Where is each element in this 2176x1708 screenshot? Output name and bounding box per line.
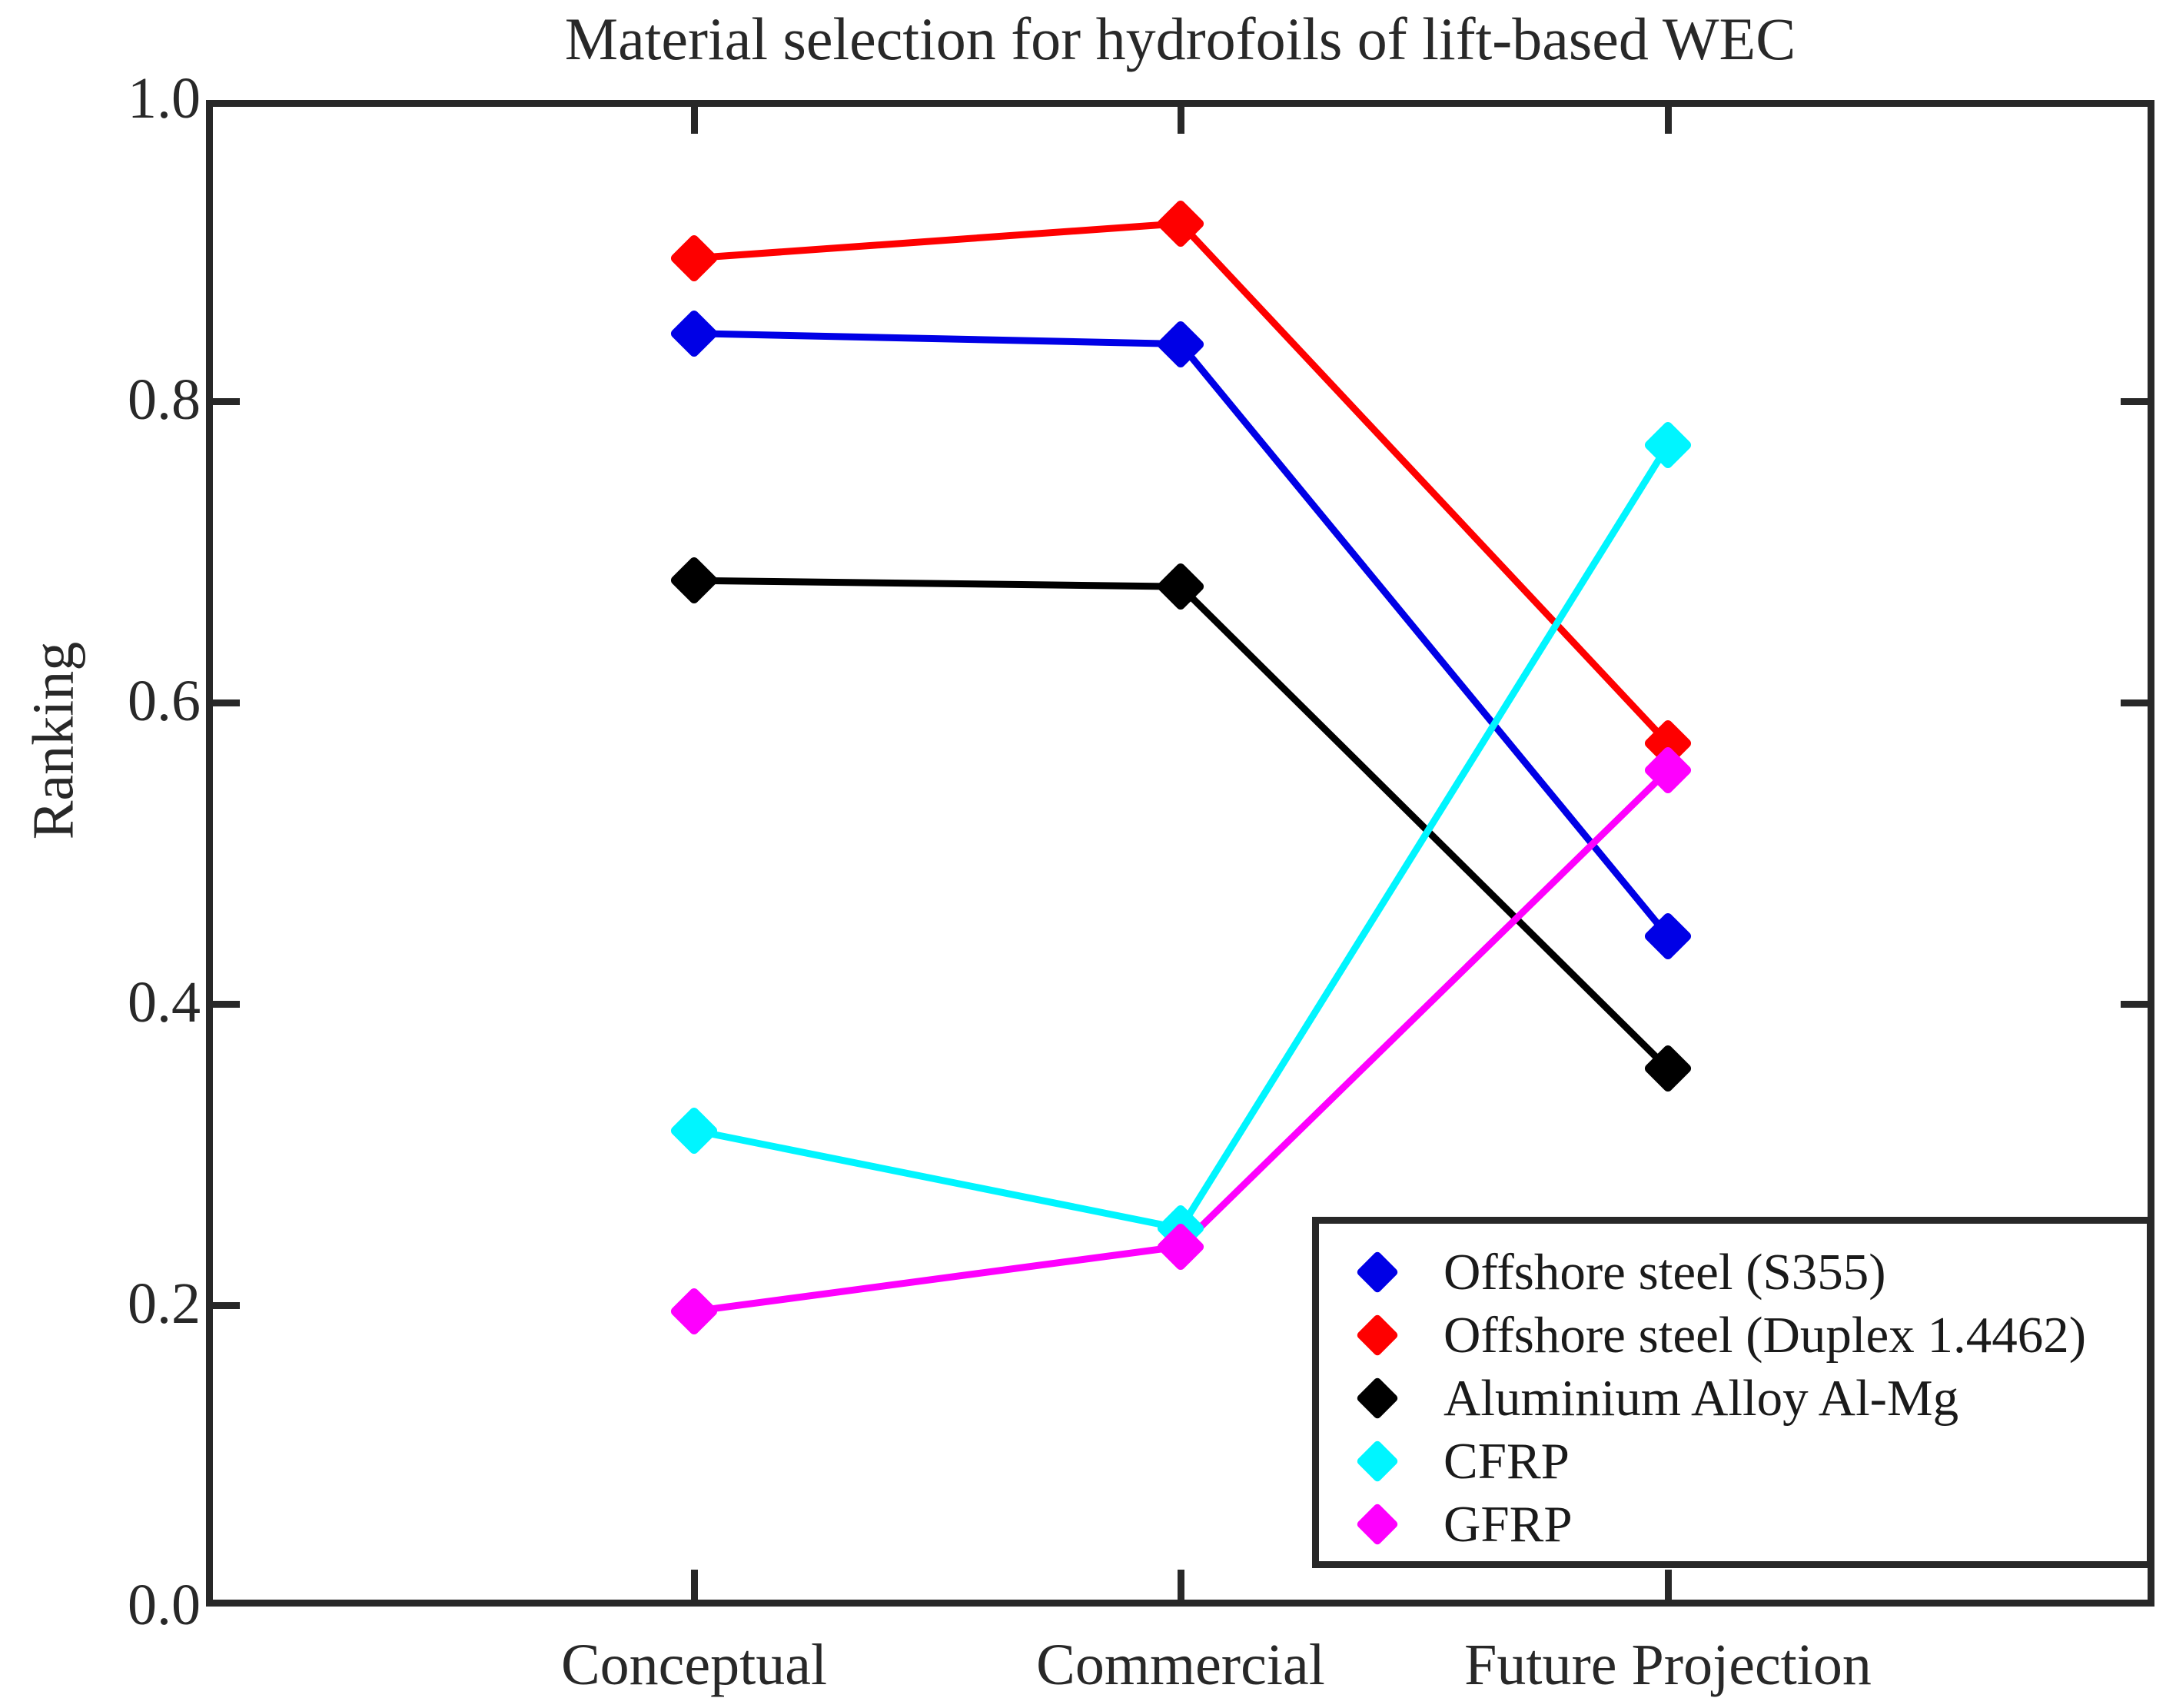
x-axis-tick [691, 1570, 698, 1603]
legend-item[interactable]: Offshore steel (Duplex 1.4462) [1319, 1304, 2147, 1367]
x-axis-tick-top [691, 100, 698, 134]
y-axis-tick [206, 1001, 240, 1008]
legend-item[interactable]: Aluminium Alloy Al-Mg [1319, 1367, 2147, 1430]
legend-item[interactable]: GFRP [1319, 1493, 2147, 1556]
x-axis-tick-label: Future Projection [1464, 1633, 1872, 1697]
legend-marker-icon [1355, 1250, 1400, 1294]
legend-item-label: GFRP [1443, 1496, 1573, 1553]
legend-marker-icon [1355, 1313, 1400, 1357]
legend-item[interactable]: CFRP [1319, 1430, 2147, 1493]
y-axis-tick [206, 699, 240, 706]
x-axis-tick-top [1178, 100, 1184, 134]
legend-item[interactable]: Offshore steel (S355) [1319, 1241, 2147, 1304]
x-axis-tick-label: Commercial [1036, 1633, 1325, 1697]
y-axis-tick [206, 1302, 240, 1309]
legend-marker-icon [1355, 1502, 1400, 1547]
y-axis-tick-label: 0.4 [128, 970, 201, 1035]
y-axis-tick-right [2121, 398, 2154, 405]
y-axis-title: Ranking [21, 641, 86, 840]
x-axis-tick-top [1665, 100, 1672, 134]
chart-legend: Offshore steel (S355) Offshore steel (Dup… [1312, 1217, 2154, 1568]
x-axis-tick [1665, 1570, 1672, 1603]
y-axis-tick-right [2121, 1001, 2154, 1008]
x-axis-tick [1178, 1570, 1184, 1603]
legend-item-label: Offshore steel (S355) [1443, 1244, 1886, 1301]
y-axis-tick-right [2121, 699, 2154, 706]
y-axis-tick-label: 0.8 [128, 367, 201, 432]
legend-item-label: Aluminium Alloy Al-Mg [1443, 1370, 1959, 1427]
y-axis-tick-label: 0.2 [128, 1271, 201, 1336]
legend-marker-icon [1355, 1439, 1400, 1484]
chart-title: Material selection for hydrofoils of lif… [564, 5, 1796, 72]
y-axis-tick [206, 398, 240, 405]
legend-item-label: Offshore steel (Duplex 1.4462) [1443, 1307, 2087, 1364]
x-axis-tick-label: Conceptual [560, 1633, 828, 1697]
legend-marker-icon [1355, 1376, 1400, 1421]
legend-item-label: CFRP [1443, 1433, 1570, 1490]
y-axis-tick-label: 0.0 [128, 1573, 201, 1637]
y-axis-tick-label: 1.0 [128, 66, 201, 131]
y-axis-tick-label: 0.6 [128, 669, 201, 733]
